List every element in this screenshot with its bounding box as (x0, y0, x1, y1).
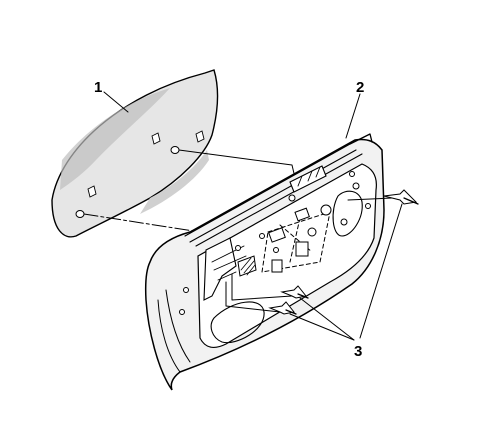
regulator-bracket-2 (294, 207, 310, 222)
bolt-right (383, 189, 418, 205)
callout-1: 1 (94, 79, 102, 96)
leader-line-2 (345, 93, 361, 139)
regulator-bracket-3 (271, 259, 283, 273)
actuator-link-upper (231, 273, 293, 301)
callout-3: 3 (354, 343, 362, 360)
panel-hole-1 (183, 287, 189, 293)
panel-hole-7 (273, 247, 279, 253)
regulator-dashed-a (261, 211, 331, 273)
regulator-pivot-2 (320, 204, 332, 216)
leader-line-3b (289, 313, 355, 341)
regulator-bracket-1 (268, 227, 286, 243)
callout-2: 2 (356, 79, 364, 96)
glass-lower-band (140, 150, 209, 214)
access-opening-lower (210, 301, 265, 344)
bolt-upper-left-shank (297, 293, 309, 299)
glass-clip-2 (195, 130, 205, 143)
panel-hole-3 (235, 245, 241, 251)
alignment-line-lower (83, 213, 201, 233)
door-panel-part-2 (144, 133, 393, 391)
bolt-right-shank (403, 197, 419, 205)
latch-plate-hatch (240, 257, 256, 276)
latch-plate (237, 255, 257, 277)
panel-hole-6 (365, 203, 371, 209)
regulator-pivot-3 (288, 194, 296, 202)
glass-stud-upper (170, 146, 180, 154)
panel-hole-2 (179, 309, 185, 315)
glass-clip-3 (87, 185, 97, 198)
window-glass-part-1 (51, 69, 219, 238)
glass-shading (60, 88, 170, 190)
regulator-pivot-4 (352, 182, 360, 190)
panel-hole-5 (349, 171, 355, 177)
bolt-lower-left-shank (285, 309, 297, 315)
regulator-bracket-4 (295, 241, 309, 257)
leader-line-1 (103, 91, 129, 113)
leader-line-3c (359, 203, 403, 339)
access-opening-large (332, 190, 363, 237)
panel-hole-4 (259, 233, 265, 239)
glass-stud-lower (75, 210, 85, 218)
glass-channel-detail (297, 166, 321, 187)
door-top-rail-end (349, 133, 373, 145)
actuator-link-right (347, 197, 393, 201)
door-lower-flange (157, 289, 191, 373)
door-inner-panel (197, 163, 377, 348)
leader-line-3a (299, 297, 355, 341)
leader-lines (103, 91, 403, 341)
actuator-link-lower (225, 281, 281, 313)
glass-channel-clamp (289, 165, 327, 193)
fasteners-part-3 (268, 189, 419, 315)
regulator-pivot-1 (307, 227, 317, 237)
glass-clip-1 (151, 132, 161, 145)
door-top-rail (184, 143, 363, 247)
regulator-pivot-5 (340, 218, 348, 226)
